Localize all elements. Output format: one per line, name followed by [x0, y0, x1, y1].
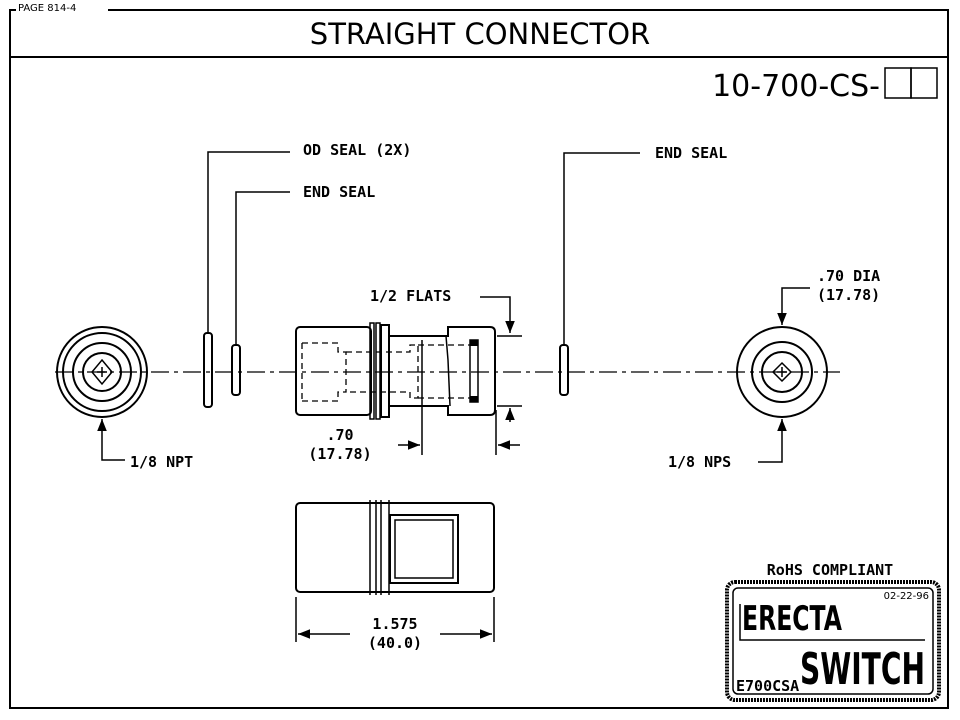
length-mm-label: (17.78)	[308, 445, 371, 463]
connector-top-view	[295, 500, 495, 595]
part-number: 10-700-CS-	[712, 69, 880, 104]
od-seal	[203, 332, 213, 408]
part-suffix-box[interactable]	[910, 67, 938, 99]
length-inch-label: .70	[326, 426, 353, 444]
page-label: PAGE 814-4	[18, 3, 76, 14]
rohs-label: RoHS COMPLIANT	[767, 561, 893, 579]
part-suffix-box[interactable]	[884, 67, 912, 99]
logo-erecta: ERECTA	[742, 599, 842, 639]
erecta-switch-logo: 02-22-96 ERECTA SWITCH E700CSA	[725, 580, 941, 702]
dia-inch-label: .70 DIA	[817, 267, 880, 285]
dia-mm-label: (17.78)	[817, 286, 880, 304]
end-seal-right	[559, 344, 569, 396]
logo-date: 02-22-96	[884, 591, 929, 602]
npt-label: 1/8 NPT	[130, 453, 193, 471]
logo-switch: SWITCH	[800, 644, 925, 695]
left-end-view	[56, 326, 148, 418]
end-seal-right-label: END SEAL	[655, 144, 727, 162]
right-end-view	[736, 326, 828, 418]
connector-side-view	[295, 322, 496, 420]
end-seal-left-label: END SEAL	[303, 183, 375, 201]
overall-inch-label: 1.575	[372, 615, 417, 633]
drawing-border	[9, 9, 949, 709]
flats-label: 1/2 FLATS	[370, 287, 451, 305]
logo-code: E700CSA	[736, 677, 799, 695]
page-title: STRAIGHT CONNECTOR	[310, 17, 650, 51]
end-seal-left	[231, 344, 241, 396]
nps-label: 1/8 NPS	[668, 453, 731, 471]
od-seal-label: OD SEAL (2X)	[303, 141, 411, 159]
overall-mm-label: (40.0)	[368, 634, 422, 652]
